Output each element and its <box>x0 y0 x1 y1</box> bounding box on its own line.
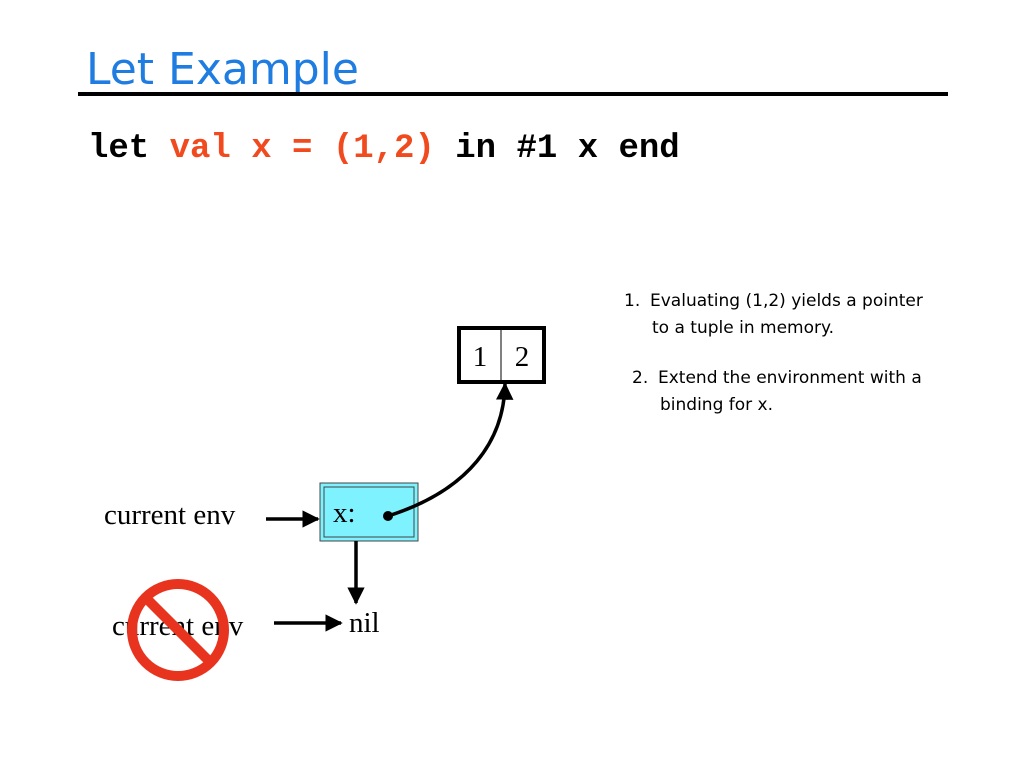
code-body: in #1 x end <box>434 130 680 168</box>
tuple-cell-1: 1 <box>473 341 488 373</box>
code-binding-highlight: val x = (1,2) <box>169 130 435 168</box>
tuple-box: 1 2 <box>457 326 546 384</box>
note-step-1-number: 1. <box>624 291 641 311</box>
note-step-1-line1: Evaluating (1,2) yields a pointer <box>650 291 923 311</box>
code-expression: let val x = (1,2) in #1 x end <box>88 126 680 172</box>
code-let-keyword: let <box>88 130 170 168</box>
note-step-1-line2: to a tuple in memory. <box>652 318 835 338</box>
note-step-2-line2: binding for x. <box>660 395 774 415</box>
env-frame-label: x: <box>333 497 356 529</box>
env-frame-box <box>319 482 419 542</box>
prohibition-slash <box>141 593 215 667</box>
note-step-2-line1: Extend the environment with a <box>658 368 922 388</box>
prohibition-icon <box>127 579 229 681</box>
pointer-to-tuple-arrow <box>387 382 514 518</box>
title-underline <box>78 92 948 96</box>
note-step-2: 2. Extend the environment with a binding … <box>632 365 922 419</box>
prohibition-ring <box>127 579 229 681</box>
slide-title: Let Example <box>86 44 359 95</box>
nil-label: nil <box>349 607 380 639</box>
env-frame: x: <box>319 482 419 542</box>
note-step-1: 1. Evaluating (1,2) yields a pointer to a… <box>624 288 923 342</box>
note-step-2-number: 2. <box>632 368 649 388</box>
current-env-label: current env <box>104 499 236 531</box>
tuple-cell-2: 2 <box>515 341 530 373</box>
env-frame-inner-border <box>323 486 415 538</box>
